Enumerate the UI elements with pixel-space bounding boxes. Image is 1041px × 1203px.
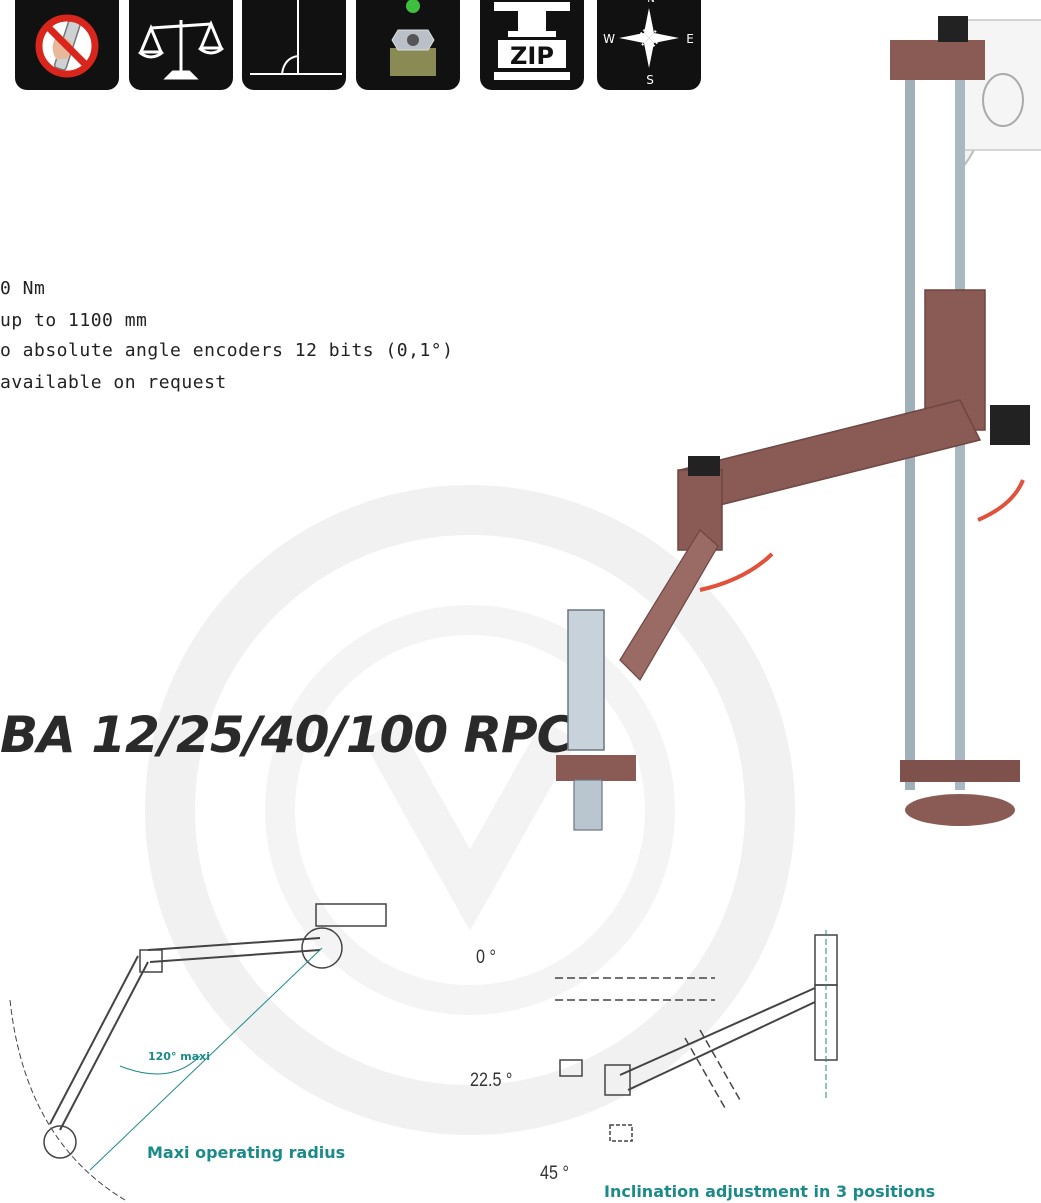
angle-label-22-5: 22.5 °	[470, 1070, 513, 1091]
operating-radius-diagram	[9, 903, 387, 1201]
torque-arm-render	[556, 16, 1041, 831]
spec-encoders: o absolute angle encoders 12 bits (0,1°)	[0, 340, 454, 361]
compass-west: W	[603, 32, 615, 46]
angle-max-label: 120° maxi	[148, 1050, 211, 1063]
compass-north: N	[647, 0, 654, 5]
inclination-diagram	[555, 930, 838, 1142]
zip-clamp-icon: ZIP	[480, 0, 584, 90]
angle-label-45: 45 °	[540, 1163, 569, 1184]
company-watermark	[145, 485, 795, 1135]
balance-icon	[129, 0, 233, 90]
spec-torque: 0 Nm	[0, 278, 46, 299]
compass-east: E	[686, 32, 694, 46]
product-title: BA 12/25/40/100 RPC	[0, 706, 573, 764]
right-angle-icon	[242, 0, 346, 90]
spec-radius: up to 1100 mm	[0, 310, 148, 331]
operating-radius-caption: Maxi operating radius	[147, 1143, 346, 1162]
compass-icon: N W E S	[597, 0, 701, 90]
spec-options: available on request	[0, 372, 227, 393]
no-reaction-icon	[15, 0, 119, 90]
angle-label-0: 0 °	[476, 947, 496, 968]
compass-south: S	[646, 73, 654, 87]
feature-icon-strip: ZIP N W E S	[0, 0, 720, 92]
nut-sensor-icon	[356, 0, 460, 90]
zip-label: ZIP	[510, 42, 554, 70]
inclination-caption: Inclination adjustment in 3 positions	[604, 1182, 936, 1201]
